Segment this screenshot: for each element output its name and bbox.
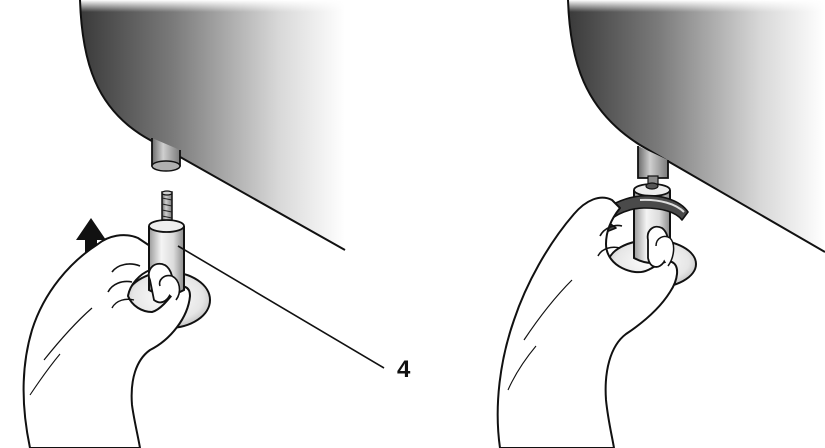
left-panel-step: 4 <box>22 0 411 448</box>
appliance-body-left <box>79 0 346 251</box>
right-panel-step <box>496 0 825 448</box>
callout-leader-line <box>177 245 385 369</box>
fingers-right <box>646 225 675 268</box>
appliance-body-right <box>567 0 825 253</box>
callout-4: 4 <box>177 245 411 383</box>
callout-number: 4 <box>397 356 411 383</box>
mounting-socket-right <box>637 146 669 189</box>
hand-left <box>22 234 191 448</box>
hand-right <box>496 196 678 448</box>
mounting-socket-left <box>151 138 181 172</box>
fingers-left <box>147 262 181 304</box>
